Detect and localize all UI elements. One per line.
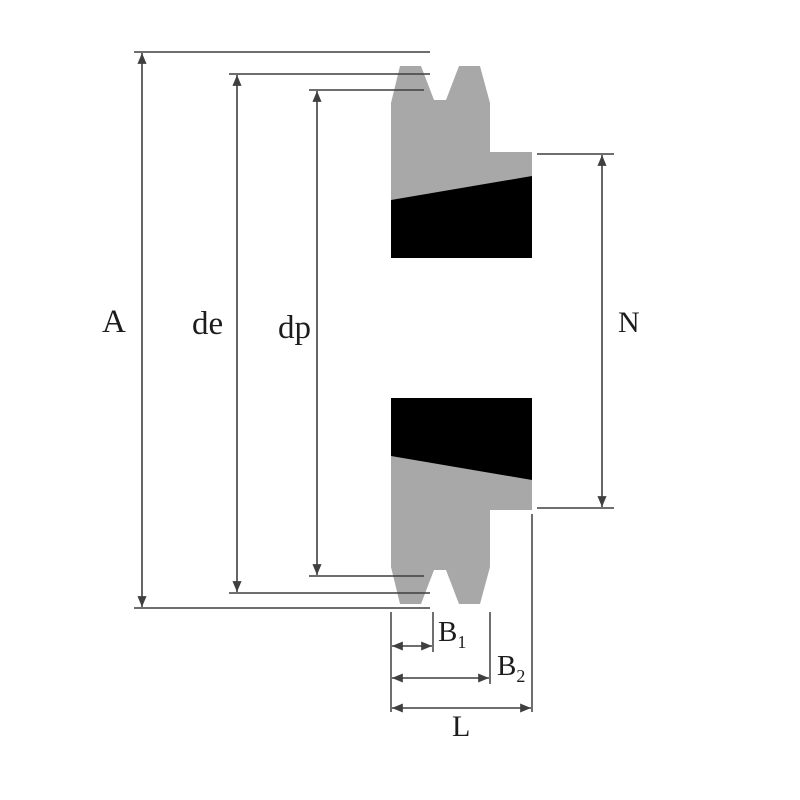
dim-label-de: de	[192, 306, 224, 342]
dim-label-b1-sub: 1	[457, 631, 467, 652]
dim-label-b1: B1	[438, 616, 466, 651]
dimension-lines	[137, 53, 607, 713]
taper-section-bottom	[391, 398, 532, 480]
sprocket-body	[391, 66, 532, 604]
dim-label-b2: B2	[497, 650, 525, 685]
dim-label-l: L	[452, 710, 471, 743]
bore-opening	[391, 258, 532, 398]
dim-label-dp: dp	[278, 310, 311, 346]
dim-label-b2-sub: 2	[516, 665, 526, 686]
dim-label-a: A	[102, 304, 126, 340]
dim-label-n: N	[618, 306, 640, 339]
dim-label-b1-base: B	[438, 616, 458, 648]
dim-label-b2-base: B	[497, 650, 517, 682]
extension-lines	[134, 51, 614, 712]
taper-section-top	[391, 176, 532, 258]
